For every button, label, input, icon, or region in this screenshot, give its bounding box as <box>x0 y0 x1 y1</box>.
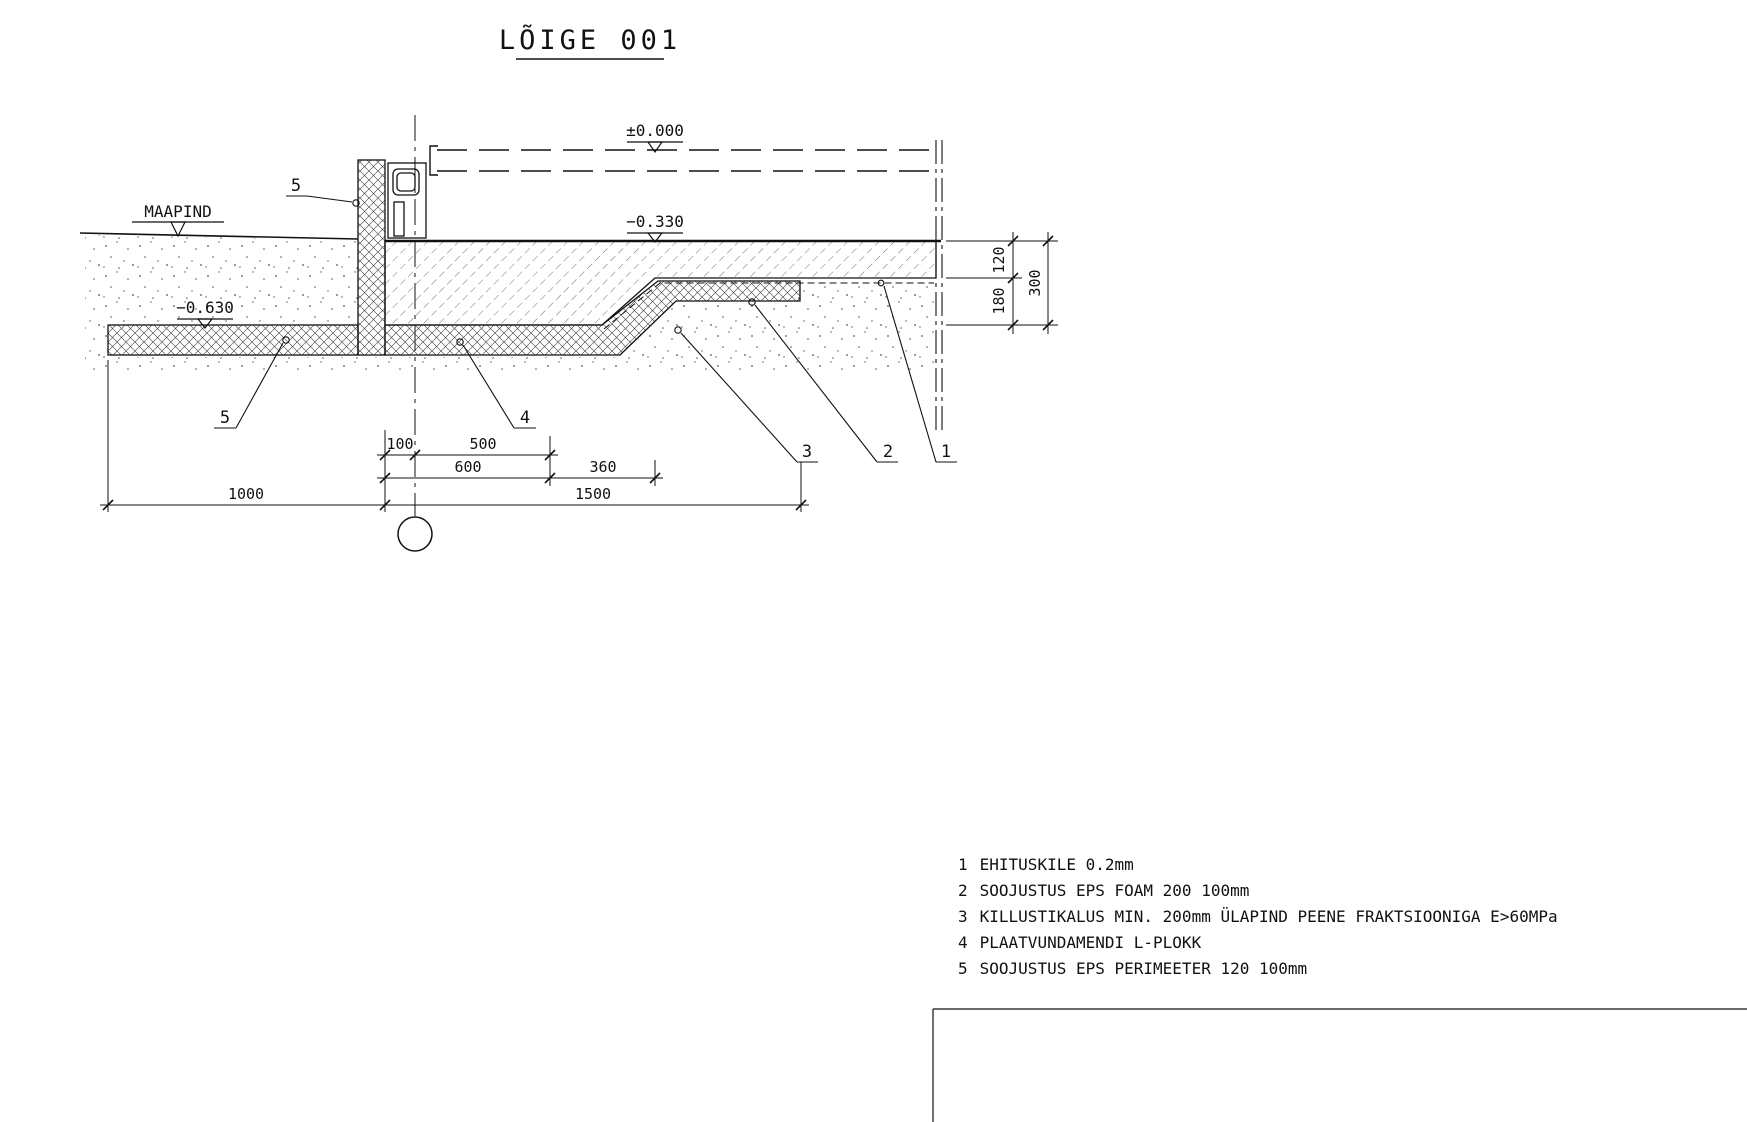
callout-5-top: 5 <box>286 176 360 207</box>
section-bubble <box>397 516 433 552</box>
legend-text: PLAATVUNDAMENDI L-PLOKK <box>979 933 1202 952</box>
level-floor-label: −0.330 <box>626 212 684 231</box>
dim-120: 120 <box>990 246 1008 273</box>
level-zero-label: ±0.000 <box>626 121 684 140</box>
cut-match-lines <box>935 140 943 432</box>
legend-text: SOOJUSTUS EPS PERIMEETER 120 100mm <box>979 959 1308 978</box>
perimeter-block-stem <box>357 159 386 356</box>
callout-4: 4 <box>456 338 536 429</box>
door-sill-detail <box>387 162 427 239</box>
callout-label: 5 <box>291 176 301 196</box>
dim-500: 500 <box>469 435 496 453</box>
level-marker-zero: ±0.000 <box>626 121 684 154</box>
callouts: 5 5 4 3 2 1 <box>214 176 957 463</box>
dim-1000: 1000 <box>228 485 264 503</box>
legend-num: 4 <box>958 933 968 952</box>
dim-180: 180 <box>990 287 1008 314</box>
callout-label: 5 <box>220 408 230 428</box>
level-marker-footing: −0.630 <box>176 298 234 329</box>
legend-text: EHITUSKILE 0.2mm <box>979 855 1134 874</box>
callout-1: 1 <box>877 279 957 463</box>
dimensions-horizontal <box>100 360 809 512</box>
dimensions-vertical <box>946 232 1058 334</box>
legend-num: 5 <box>958 959 968 978</box>
drawing-title: LÕIGE 001 <box>499 24 681 56</box>
legend-num: 3 <box>958 907 968 926</box>
legend-num: 2 <box>958 881 968 900</box>
level-marker-ground: MAAPIND <box>132 202 224 238</box>
eps-perimeter-strip <box>107 324 359 356</box>
legend: 1 EHITUSKILE 0.2mm 2 SOOJUSTUS EPS FOAM … <box>958 852 1558 982</box>
callout-5-bottom: 5 <box>214 336 290 429</box>
callout-label: 4 <box>520 408 530 428</box>
level-triangle-icon <box>646 232 664 243</box>
level-triangle-icon <box>170 221 186 238</box>
insulation-elements <box>107 159 801 356</box>
legend-item-3: 3 KILLUSTIKALUS MIN. 200mm ÜLAPIND PEENE… <box>958 904 1558 930</box>
level-triangle-icon <box>646 141 664 154</box>
legend-text: SOOJUSTUS EPS FOAM 200 100mm <box>979 881 1250 900</box>
legend-text: KILLUSTIKALUS MIN. 200mm ÜLAPIND PEENE F… <box>979 907 1558 926</box>
dim-100: 100 <box>386 435 413 453</box>
legend-item-4: 4 PLAATVUNDAMENDI L-PLOKK <box>958 930 1558 956</box>
dim-360: 360 <box>589 458 616 476</box>
level-footing-label: −0.630 <box>176 298 234 317</box>
eps-under-slab <box>384 280 801 356</box>
level-triangle-icon <box>196 318 214 329</box>
upper-structure-dashed-lines <box>429 145 935 176</box>
titleblock-corner <box>932 1008 1747 1122</box>
legend-item-2: 2 SOOJUSTUS EPS FOAM 200 100mm <box>958 878 1558 904</box>
callout-label: 1 <box>941 442 951 462</box>
callout-label: 3 <box>802 442 812 462</box>
legend-item-5: 5 SOOJUSTUS EPS PERIMEETER 120 100mm <box>958 956 1558 982</box>
ground-label: MAAPIND <box>144 202 211 221</box>
callout-2: 2 <box>748 298 898 463</box>
level-marker-floor: −0.330 <box>626 212 684 243</box>
dim-600: 600 <box>454 458 481 476</box>
legend-item-1: 1 EHITUSKILE 0.2mm <box>958 852 1558 878</box>
legend-num: 1 <box>958 855 968 874</box>
dim-1500: 1500 <box>575 485 611 503</box>
ground-line <box>79 232 359 240</box>
callout-label: 2 <box>883 442 893 462</box>
dim-300: 300 <box>1026 269 1044 296</box>
soil-fill <box>85 235 934 375</box>
